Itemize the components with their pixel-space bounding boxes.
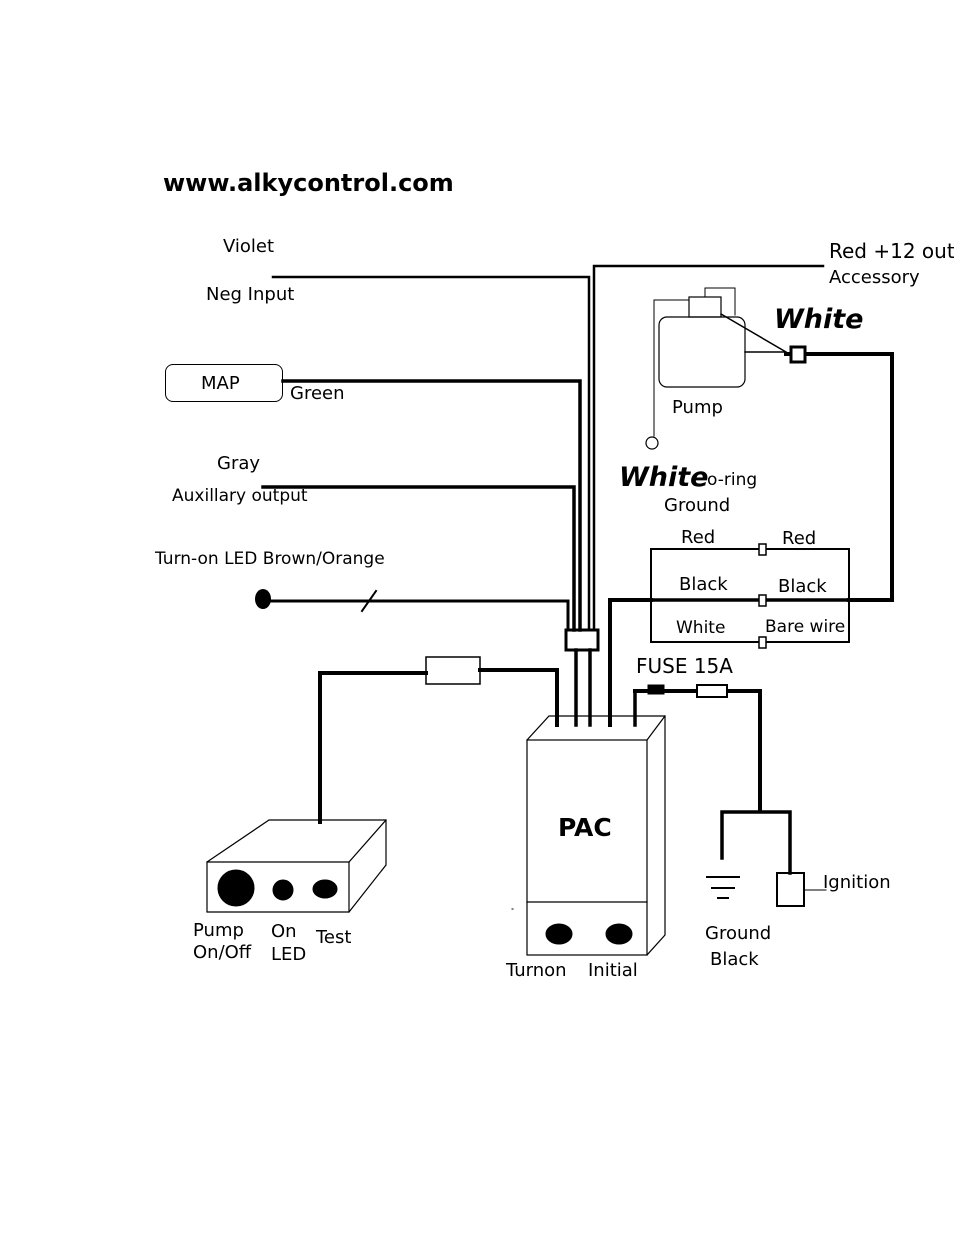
ignition-label: Ignition [823,874,891,892]
harness-white-left: White [676,620,725,637]
pump-ground-label: Ground [664,497,730,515]
ground-black-label: Black [710,951,759,969]
turnon-knob [546,924,572,944]
fuse [697,685,727,697]
harness-black-right: Black [778,578,827,596]
pump-label: Pump [672,399,723,417]
gray-label: Gray [217,455,260,473]
test-button [313,880,337,898]
pump-switch [218,870,254,906]
accessory-label: Accessory [829,269,920,287]
control-box-wire [320,673,426,822]
on-led [273,880,293,900]
pump-white-label: White [774,306,863,333]
inline-connector [426,657,480,684]
fuse-wire [635,691,760,810]
on-label: On [271,923,297,941]
led-wire [266,601,568,630]
pac-box [527,740,647,955]
bare-wire-label: Bare wire [765,619,845,636]
pac-label: PAC [558,815,612,840]
green-label: Green [290,385,345,403]
pump-switch-label: Pump [193,922,244,940]
map-label: MAP [201,375,240,393]
turnon-label: Turnon [506,962,567,980]
fuse-left-block [648,685,664,694]
initial-knob [606,924,632,944]
harness-red-left: Red [681,529,715,547]
ignition-switch [777,873,804,906]
red-12-label: Red +12 out [829,241,954,261]
ground-ring [646,437,658,449]
harness-black-left: Black [679,576,728,594]
led-label: LED [271,946,306,964]
ground-label: Ground [705,925,771,943]
site-url: www.alkycontrol.com [163,171,454,195]
green-wire [283,381,580,630]
pump-top [689,297,721,317]
pump-body [659,317,745,387]
turn-on-led-label: Turn-on LED Brown/Orange [155,551,385,568]
fuse-label: FUSE 15A [636,656,733,676]
harness-connector [566,630,598,650]
pump-white-wire [849,354,892,600]
harness-red-right: Red [782,530,816,548]
initial-label: Initial [588,962,638,980]
oring-label: o-ring [707,472,757,489]
pump-connector [791,347,805,362]
white-oring-label: White [619,464,708,491]
led-indicator [255,589,271,609]
test-label: Test [316,929,351,947]
neg-input-label: Neg Input [206,286,294,304]
violet-wire [273,277,589,630]
on-off-label: On/Off [193,944,251,962]
aux-output-label: Auxillary output [172,488,308,505]
violet-label: Violet [223,238,274,256]
